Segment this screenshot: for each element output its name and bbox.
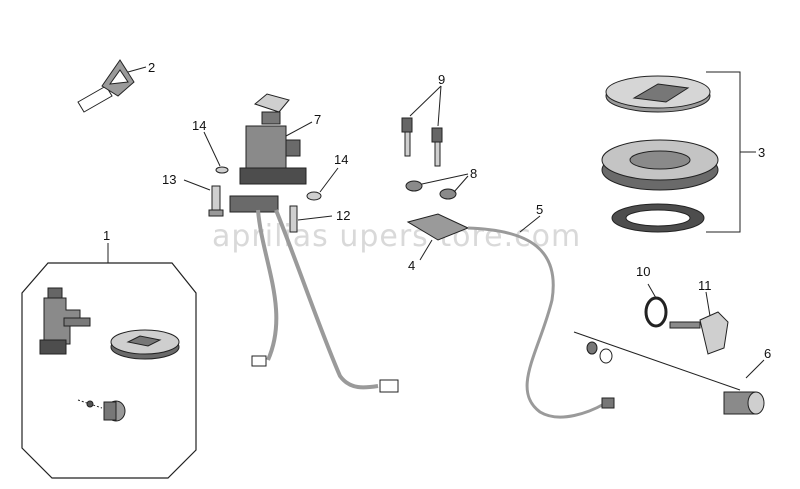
leader-14b: [319, 167, 339, 193]
lock-pin-11: [669, 321, 701, 329]
leader-6: [745, 359, 765, 379]
callout-14b: 14: [334, 152, 348, 167]
screw-12: [289, 205, 298, 233]
kit-fuel-cap: [110, 329, 180, 360]
callout-6: 6: [764, 346, 771, 361]
callout-3: 3: [758, 145, 765, 160]
switch-connector-b: [379, 379, 399, 393]
callout-10: 10: [636, 264, 650, 279]
release-cable-5: [467, 226, 605, 419]
leader-2: [127, 66, 147, 73]
leader-9a: [409, 85, 442, 117]
leader-13: [183, 179, 211, 191]
key-part: [77, 59, 135, 113]
ignition-switch-assembly: [229, 93, 307, 213]
callout-7: 7: [314, 112, 321, 127]
leader-7: [285, 121, 313, 137]
callout-14a: 14: [192, 118, 206, 133]
lock-cylinder-6: [573, 331, 765, 415]
screws-9: [401, 117, 443, 167]
lock-plate-11: [699, 311, 729, 355]
callout-8: 8: [470, 166, 477, 181]
nut-8a: [405, 180, 423, 192]
leader-12: [297, 215, 333, 221]
leader-11: [705, 291, 711, 317]
fuel-cap-lid: [605, 75, 711, 113]
callout-11: 11: [698, 278, 712, 293]
gasket-10: [644, 296, 668, 328]
callout-5: 5: [536, 202, 543, 217]
switch-connector-a: [251, 355, 267, 367]
fuel-cap-gasket: [611, 203, 705, 233]
leader-5: [519, 215, 541, 233]
callout-12: 12: [336, 208, 350, 223]
watermark-text: aprilias upers tore.com: [212, 219, 581, 254]
callout-1: 1: [103, 228, 110, 243]
leader-14a: [203, 131, 221, 167]
leader-8b: [453, 175, 469, 193]
nut-8b: [439, 188, 457, 200]
leader-8a: [421, 173, 469, 185]
callout-4: 4: [408, 258, 415, 273]
kit-ignition-switch: [39, 287, 91, 355]
screw-13: [208, 185, 224, 217]
washer-14a: [215, 166, 229, 174]
callout-9: 9: [438, 72, 445, 87]
washer-14b: [306, 191, 322, 201]
fuel-cap-ring: [601, 139, 719, 191]
leader-4: [419, 239, 433, 261]
callout-2: 2: [148, 60, 155, 75]
switch-wiring: [256, 209, 379, 390]
leader-9b: [437, 85, 442, 127]
callout-13: 13: [162, 172, 176, 187]
leader-10: [647, 283, 657, 299]
cable-end-5: [601, 397, 615, 409]
kit-lock-cylinder: [77, 399, 126, 422]
